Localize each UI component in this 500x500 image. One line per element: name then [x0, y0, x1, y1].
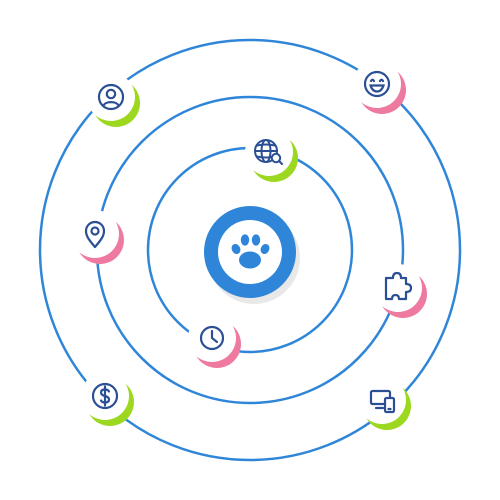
paw-icon — [231, 234, 270, 269]
user-node[interactable] — [79, 65, 143, 129]
globe-search-node[interactable] — [237, 120, 301, 184]
center-badge — [204, 206, 300, 304]
devices-node[interactable] — [350, 368, 414, 432]
user-icon — [97, 83, 125, 111]
puzzle-node[interactable] — [366, 256, 430, 320]
location-pin-icon — [84, 220, 106, 249]
smiley-node[interactable] — [345, 52, 409, 116]
clock-icon — [199, 325, 225, 351]
outer-orbit-ring — [38, 38, 462, 462]
location-node[interactable] — [63, 202, 127, 266]
dollar-node[interactable] — [73, 364, 137, 428]
clock-node[interactable] — [180, 306, 244, 370]
devices-icon — [369, 389, 396, 414]
puzzle-icon — [384, 271, 413, 301]
dollar-icon — [91, 382, 119, 410]
globe-search-icon — [254, 139, 283, 165]
smiley-icon — [363, 70, 391, 98]
